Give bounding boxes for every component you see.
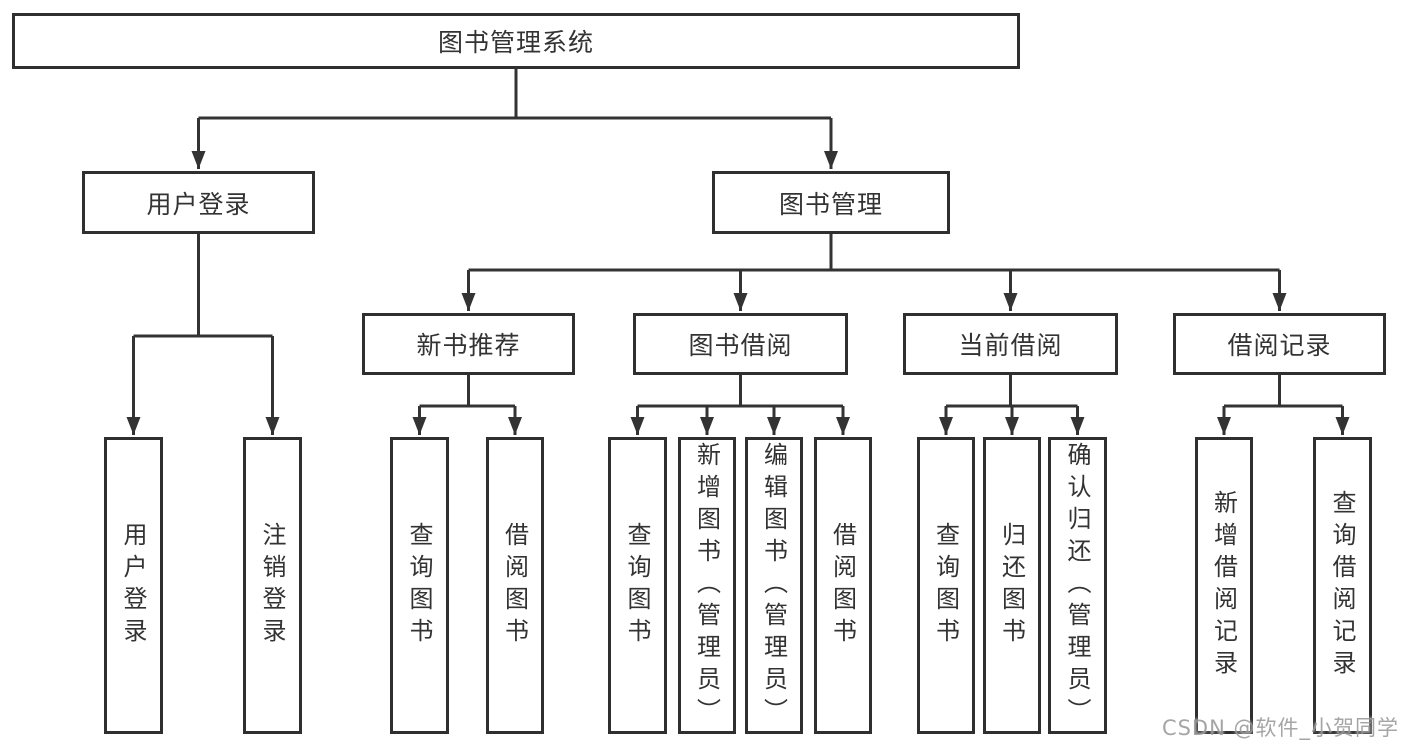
node-borrow-record: 借阅记录 [1173, 313, 1386, 375]
leaf-return-book: 归还图书 [983, 437, 1041, 734]
leaf-confirm-return-admin: 确认归还（管理员） [1048, 437, 1107, 734]
node-book-borrow: 图书借阅 [633, 313, 848, 375]
leaf-edit-book-admin: 编辑图书（管理员） [745, 437, 803, 734]
leaf-logout: 注销登录 [243, 437, 302, 734]
leaf-borrow-book: 借阅图书 [814, 437, 872, 734]
node-book-management: 图书管理 [712, 171, 950, 234]
node-new-book-recommend: 新书推荐 [362, 313, 575, 375]
leaf-query-borrow-record: 查询借阅记录 [1313, 437, 1372, 734]
node-user-login: 用户登录 [82, 171, 315, 234]
leaf-user-login: 用户登录 [104, 437, 163, 734]
leaf-borrow-book-recommend: 借阅图书 [486, 437, 544, 734]
leaf-add-borrow-record: 新增借阅记录 [1195, 437, 1253, 734]
node-current-borrow: 当前借阅 [903, 313, 1118, 375]
leaf-add-book-admin: 新增图书（管理员） [678, 437, 736, 734]
leaf-query-book-borrow: 查询图书 [608, 437, 667, 734]
node-root: 图书管理系统 [12, 13, 1020, 69]
leaf-query-book-current: 查询图书 [917, 437, 975, 734]
watermark-text: CSDN @软件_小贺同学 [1161, 716, 1399, 740]
leaf-query-book-recommend: 查询图书 [390, 437, 449, 734]
